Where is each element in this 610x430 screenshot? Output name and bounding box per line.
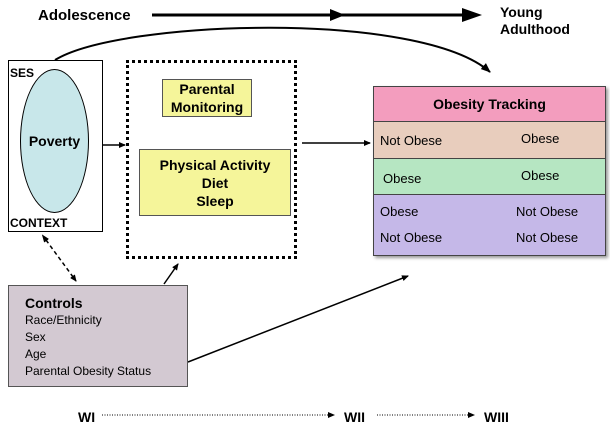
timeline-end-line1: Young	[500, 4, 543, 20]
control-age: Age	[25, 347, 47, 361]
ses-controls-dashed-arrow	[41, 234, 77, 282]
controls-to-obesity-arrow	[187, 275, 409, 363]
controls-title: Controls	[25, 295, 83, 311]
poverty-ellipse: Poverty	[20, 69, 89, 213]
row4-from: Not Obese	[380, 230, 443, 245]
poverty-label: Poverty	[28, 133, 81, 149]
timeline-end-label: Young Adulthood	[500, 4, 610, 38]
timeline-start-label: Adolescence	[38, 7, 131, 24]
ses-label: SES	[10, 66, 35, 80]
timeline-arrow	[152, 8, 482, 22]
control-sex: Sex	[25, 330, 46, 344]
parental-monitoring-box: Parental Monitoring	[162, 79, 252, 117]
timeline-end-line2: Adulthood	[500, 21, 570, 37]
ses-to-obesity-curve	[54, 26, 491, 73]
wave-1-label: WI	[78, 409, 96, 425]
row2-to: Obese	[521, 168, 560, 183]
controls-box: Controls Race/Ethnicity Sex Age Parental…	[8, 285, 188, 387]
obesity-row-obese-to-obese: Obese Obese	[374, 159, 605, 195]
behavior-physical-activity: Physical Activity	[159, 156, 271, 173]
parental-monitoring-line2: Monitoring	[170, 99, 244, 115]
behavior-diet: Diet	[201, 174, 229, 191]
row1-from: Not Obese	[380, 133, 443, 148]
row2-from: Obese	[383, 171, 422, 186]
wave-3-label: WIII	[484, 409, 509, 425]
obesity-tracking-title: Obesity Tracking	[433, 96, 546, 112]
obesity-row-not-obese-to-obese: Not Obese Obese	[374, 122, 605, 159]
control-race-ethnicity: Race/Ethnicity	[25, 313, 102, 327]
obesity-row-group-to-not-obese: Obese Not Obese Not Obese Not Obese	[374, 195, 605, 255]
obesity-tracking-header: Obesity Tracking	[374, 87, 605, 122]
parental-monitoring-line1: Parental	[179, 81, 235, 97]
context-label: CONTEXT	[10, 216, 68, 230]
wave-2-label: WII	[344, 409, 365, 425]
row4-to: Not Obese	[516, 230, 579, 245]
behaviors-box: Physical Activity Diet Sleep	[139, 149, 291, 216]
row1-to: Obese	[521, 131, 560, 146]
controls-to-mediators-arrow	[163, 263, 179, 285]
row3-from: Obese	[380, 204, 419, 219]
mediators-dotted-box	[126, 60, 297, 259]
row3-to: Not Obese	[516, 204, 579, 219]
behavior-sleep: Sleep	[196, 192, 234, 209]
control-parental-obesity: Parental Obesity Status	[25, 364, 152, 378]
